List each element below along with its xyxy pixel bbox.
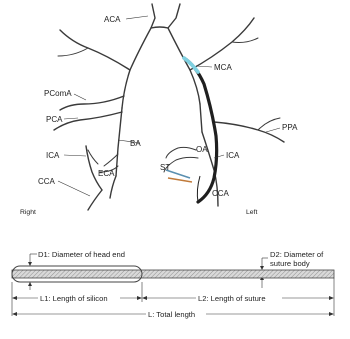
label-cca-left: CCA: [212, 189, 230, 198]
aca-junction: [151, 27, 168, 28]
ppa-vessel: [214, 122, 284, 142]
left-mca-sub-branch: [58, 48, 88, 56]
leader-cca-right: [58, 181, 90, 196]
total-arrow-left: [12, 312, 17, 316]
leader-aca: [126, 16, 148, 19]
circle-right-descending: [200, 104, 202, 132]
d2-arrow-top: [260, 266, 264, 270]
leader-ica-right: [64, 155, 86, 156]
suture-schematic: D1: Diameter of head end D2: Diameter of…: [12, 250, 334, 319]
label-mca: MCA: [214, 63, 232, 72]
label-l1: L1: Length of silicon: [40, 294, 108, 303]
label-eca: ECA: [98, 169, 115, 178]
ppa-sub-branch: [258, 118, 280, 130]
label-pca: PCA: [46, 115, 63, 124]
right-cca-upper: [110, 176, 116, 198]
label-oa: OA: [196, 145, 208, 154]
pcoma-vessel: [60, 96, 124, 110]
total-arrow-right: [329, 312, 334, 316]
left-mca-vessel: [60, 30, 130, 70]
label-d2-line1: D2: Diameter of: [270, 250, 324, 259]
label-ica-left: ICA: [226, 151, 240, 160]
right-cca-vessel: [88, 190, 102, 210]
pca-vessel: [54, 112, 122, 130]
anatomy-labels: ACA MCA PComA PCA PPA BA OA ST ICA ICA E…: [20, 15, 298, 216]
d1-arrow-top: [28, 262, 32, 266]
basilar-artery-left: [116, 108, 122, 176]
l2-arrow-left: [142, 296, 147, 300]
catheter-entry: [197, 176, 200, 202]
right-ica-vessel: [86, 146, 102, 190]
label-total: L: Total length: [148, 310, 195, 319]
label-side-left: Left: [246, 209, 257, 216]
catheter-path: [184, 58, 217, 202]
leader-pcoma: [74, 94, 86, 100]
label-side-right: Right: [20, 209, 36, 216]
eca-branch-upper: [104, 154, 118, 166]
suture-body: [12, 270, 334, 278]
label-cca-right: CCA: [38, 177, 56, 186]
leader-pca: [64, 118, 78, 119]
label-ba: BA: [130, 139, 141, 148]
aca-branch-left: [151, 4, 155, 28]
l1-arrow-right: [137, 296, 142, 300]
label-st: ST: [160, 163, 170, 172]
oa-branch: [166, 147, 196, 158]
aca-branch-right: [168, 4, 180, 28]
oa-ligature: [168, 178, 192, 182]
label-ppa: PPA: [282, 123, 298, 132]
label-d2-line2: suture body: [270, 259, 310, 268]
l2-arrow-right: [329, 296, 334, 300]
label-ica-right: ICA: [46, 151, 60, 160]
vessel-diagram: [54, 4, 284, 210]
label-d1: D1: Diameter of head end: [38, 250, 125, 259]
l1-arrow-left: [12, 296, 17, 300]
label-l2: L2: Length of suture: [198, 294, 266, 303]
label-aca: ACA: [104, 15, 121, 24]
leader-ppa: [266, 128, 280, 132]
label-pcoma: PComA: [44, 89, 72, 98]
leader-mca: [196, 66, 212, 67]
